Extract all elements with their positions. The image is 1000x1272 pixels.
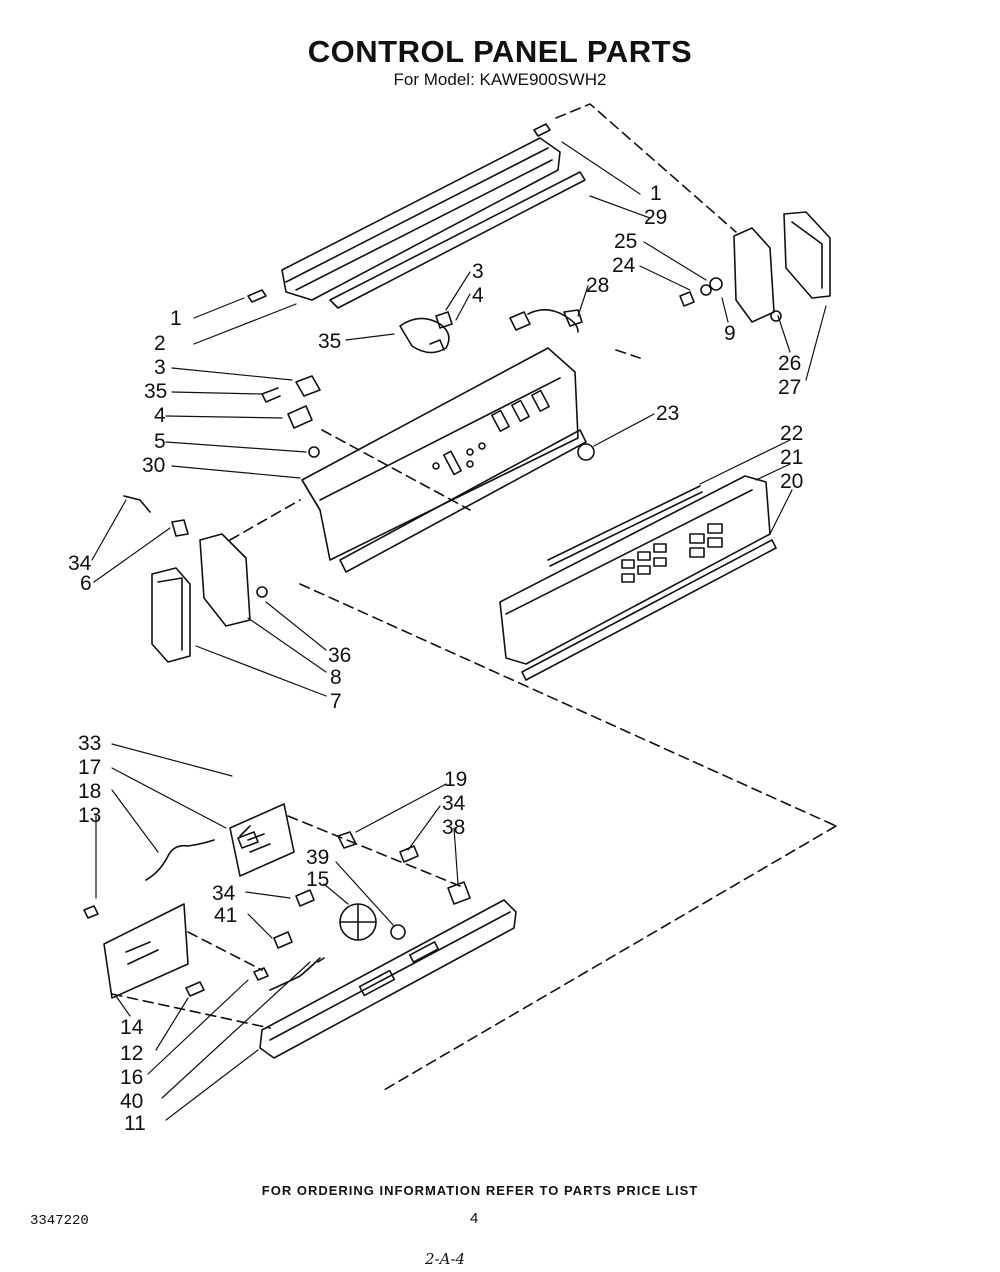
callout-1-right: 1 bbox=[650, 182, 662, 205]
callout-35-top: 35 bbox=[318, 330, 341, 353]
callout-11: 11 bbox=[124, 1112, 146, 1135]
control-panel-bracket bbox=[301, 347, 587, 573]
callout-36: 36 bbox=[328, 644, 351, 667]
screw-33 bbox=[237, 831, 259, 849]
callout-23: 23 bbox=[656, 402, 679, 425]
callout-40: 40 bbox=[120, 1090, 143, 1113]
callout-27: 27 bbox=[778, 376, 801, 399]
wire-harness-18 bbox=[145, 839, 215, 881]
callout-24: 24 bbox=[612, 254, 636, 277]
callout-15: 15 bbox=[306, 868, 329, 891]
callout-16: 16 bbox=[120, 1066, 143, 1089]
callout-labels: 1 2 3 35 4 5 30 34 6 3 4 35 1 29 25 24 2… bbox=[68, 182, 803, 1135]
callout-7: 7 bbox=[330, 690, 342, 713]
clip-6 bbox=[171, 519, 189, 537]
ordering-note: FOR ORDERING INFORMATION REFER TO PARTS … bbox=[261, 1183, 699, 1198]
callout-5: 5 bbox=[154, 430, 166, 453]
callout-4-top: 4 bbox=[472, 284, 484, 307]
callout-26: 26 bbox=[778, 352, 801, 375]
timer-15 bbox=[339, 903, 377, 941]
handwritten-note: 2-A-4 bbox=[425, 1250, 466, 1268]
bottom-strip-20 bbox=[521, 539, 777, 681]
callout-17: 17 bbox=[78, 756, 101, 779]
callout-14: 14 bbox=[120, 1016, 144, 1039]
callout-19: 19 bbox=[444, 768, 467, 791]
switch-left bbox=[287, 405, 313, 429]
model-subtitle: For Model: KAWE900SWH2 bbox=[393, 70, 607, 89]
assembly-guides-upper bbox=[229, 103, 837, 1091]
pin-12 bbox=[185, 981, 205, 997]
console-top-trim bbox=[281, 137, 561, 301]
bottom-bracket-11 bbox=[259, 899, 517, 1059]
callout-8: 8 bbox=[330, 666, 342, 689]
callout-35: 35 bbox=[144, 380, 167, 403]
thermostat bbox=[295, 375, 321, 397]
right-end-cap bbox=[679, 211, 831, 323]
nut-39 bbox=[390, 924, 406, 940]
page-title: CONTROL PANEL PARTS bbox=[307, 34, 693, 69]
callout-34: 34 bbox=[68, 552, 92, 575]
circuit-board-14 bbox=[103, 903, 189, 999]
callout-22: 22 bbox=[780, 422, 803, 445]
callout-3-top: 3 bbox=[472, 260, 484, 283]
harness-switch-group bbox=[399, 311, 453, 354]
callout-20: 20 bbox=[780, 470, 803, 493]
callout-33: 33 bbox=[78, 732, 101, 755]
screw-34-left bbox=[295, 889, 315, 907]
callout-21: 21 bbox=[780, 446, 803, 469]
nut-5 bbox=[308, 446, 320, 458]
callout-12: 12 bbox=[120, 1042, 143, 1065]
left-end-cap bbox=[151, 533, 268, 663]
trim-strip bbox=[329, 171, 586, 309]
callout-25: 25 bbox=[614, 230, 637, 253]
clip-13 bbox=[83, 905, 99, 919]
screw-33b bbox=[239, 825, 251, 837]
callout-30: 30 bbox=[142, 454, 165, 477]
callout-41: 41 bbox=[214, 904, 237, 927]
leader-lines bbox=[91, 141, 827, 1121]
callout-34-lower: 34 bbox=[212, 882, 236, 905]
callout-13: 13 bbox=[78, 804, 101, 827]
callout-1: 1 bbox=[170, 307, 182, 330]
console-graphic-panel bbox=[499, 475, 771, 665]
callout-2: 2 bbox=[154, 332, 166, 355]
pin-right bbox=[533, 123, 551, 137]
page-number: 4 bbox=[470, 1210, 479, 1227]
clip-34 bbox=[123, 495, 151, 513]
callout-4: 4 bbox=[154, 404, 166, 427]
knob-23 bbox=[577, 443, 595, 461]
wire-40 bbox=[269, 957, 325, 991]
callout-38: 38 bbox=[442, 816, 465, 839]
callout-34-right: 34 bbox=[442, 792, 466, 815]
callout-18: 18 bbox=[78, 780, 101, 803]
wire-harness-28 bbox=[509, 309, 583, 333]
callout-28: 28 bbox=[586, 274, 609, 297]
pin-left bbox=[247, 289, 267, 303]
connector-38 bbox=[447, 881, 471, 905]
screw-left bbox=[261, 387, 281, 403]
document-number: 3347220 bbox=[30, 1213, 89, 1229]
callout-39: 39 bbox=[306, 846, 329, 869]
screw-41 bbox=[273, 931, 293, 949]
callout-29: 29 bbox=[644, 206, 667, 229]
rod-22 bbox=[547, 485, 703, 567]
callout-6: 6 bbox=[80, 572, 92, 595]
callout-9: 9 bbox=[724, 322, 736, 345]
callout-3: 3 bbox=[154, 356, 166, 379]
